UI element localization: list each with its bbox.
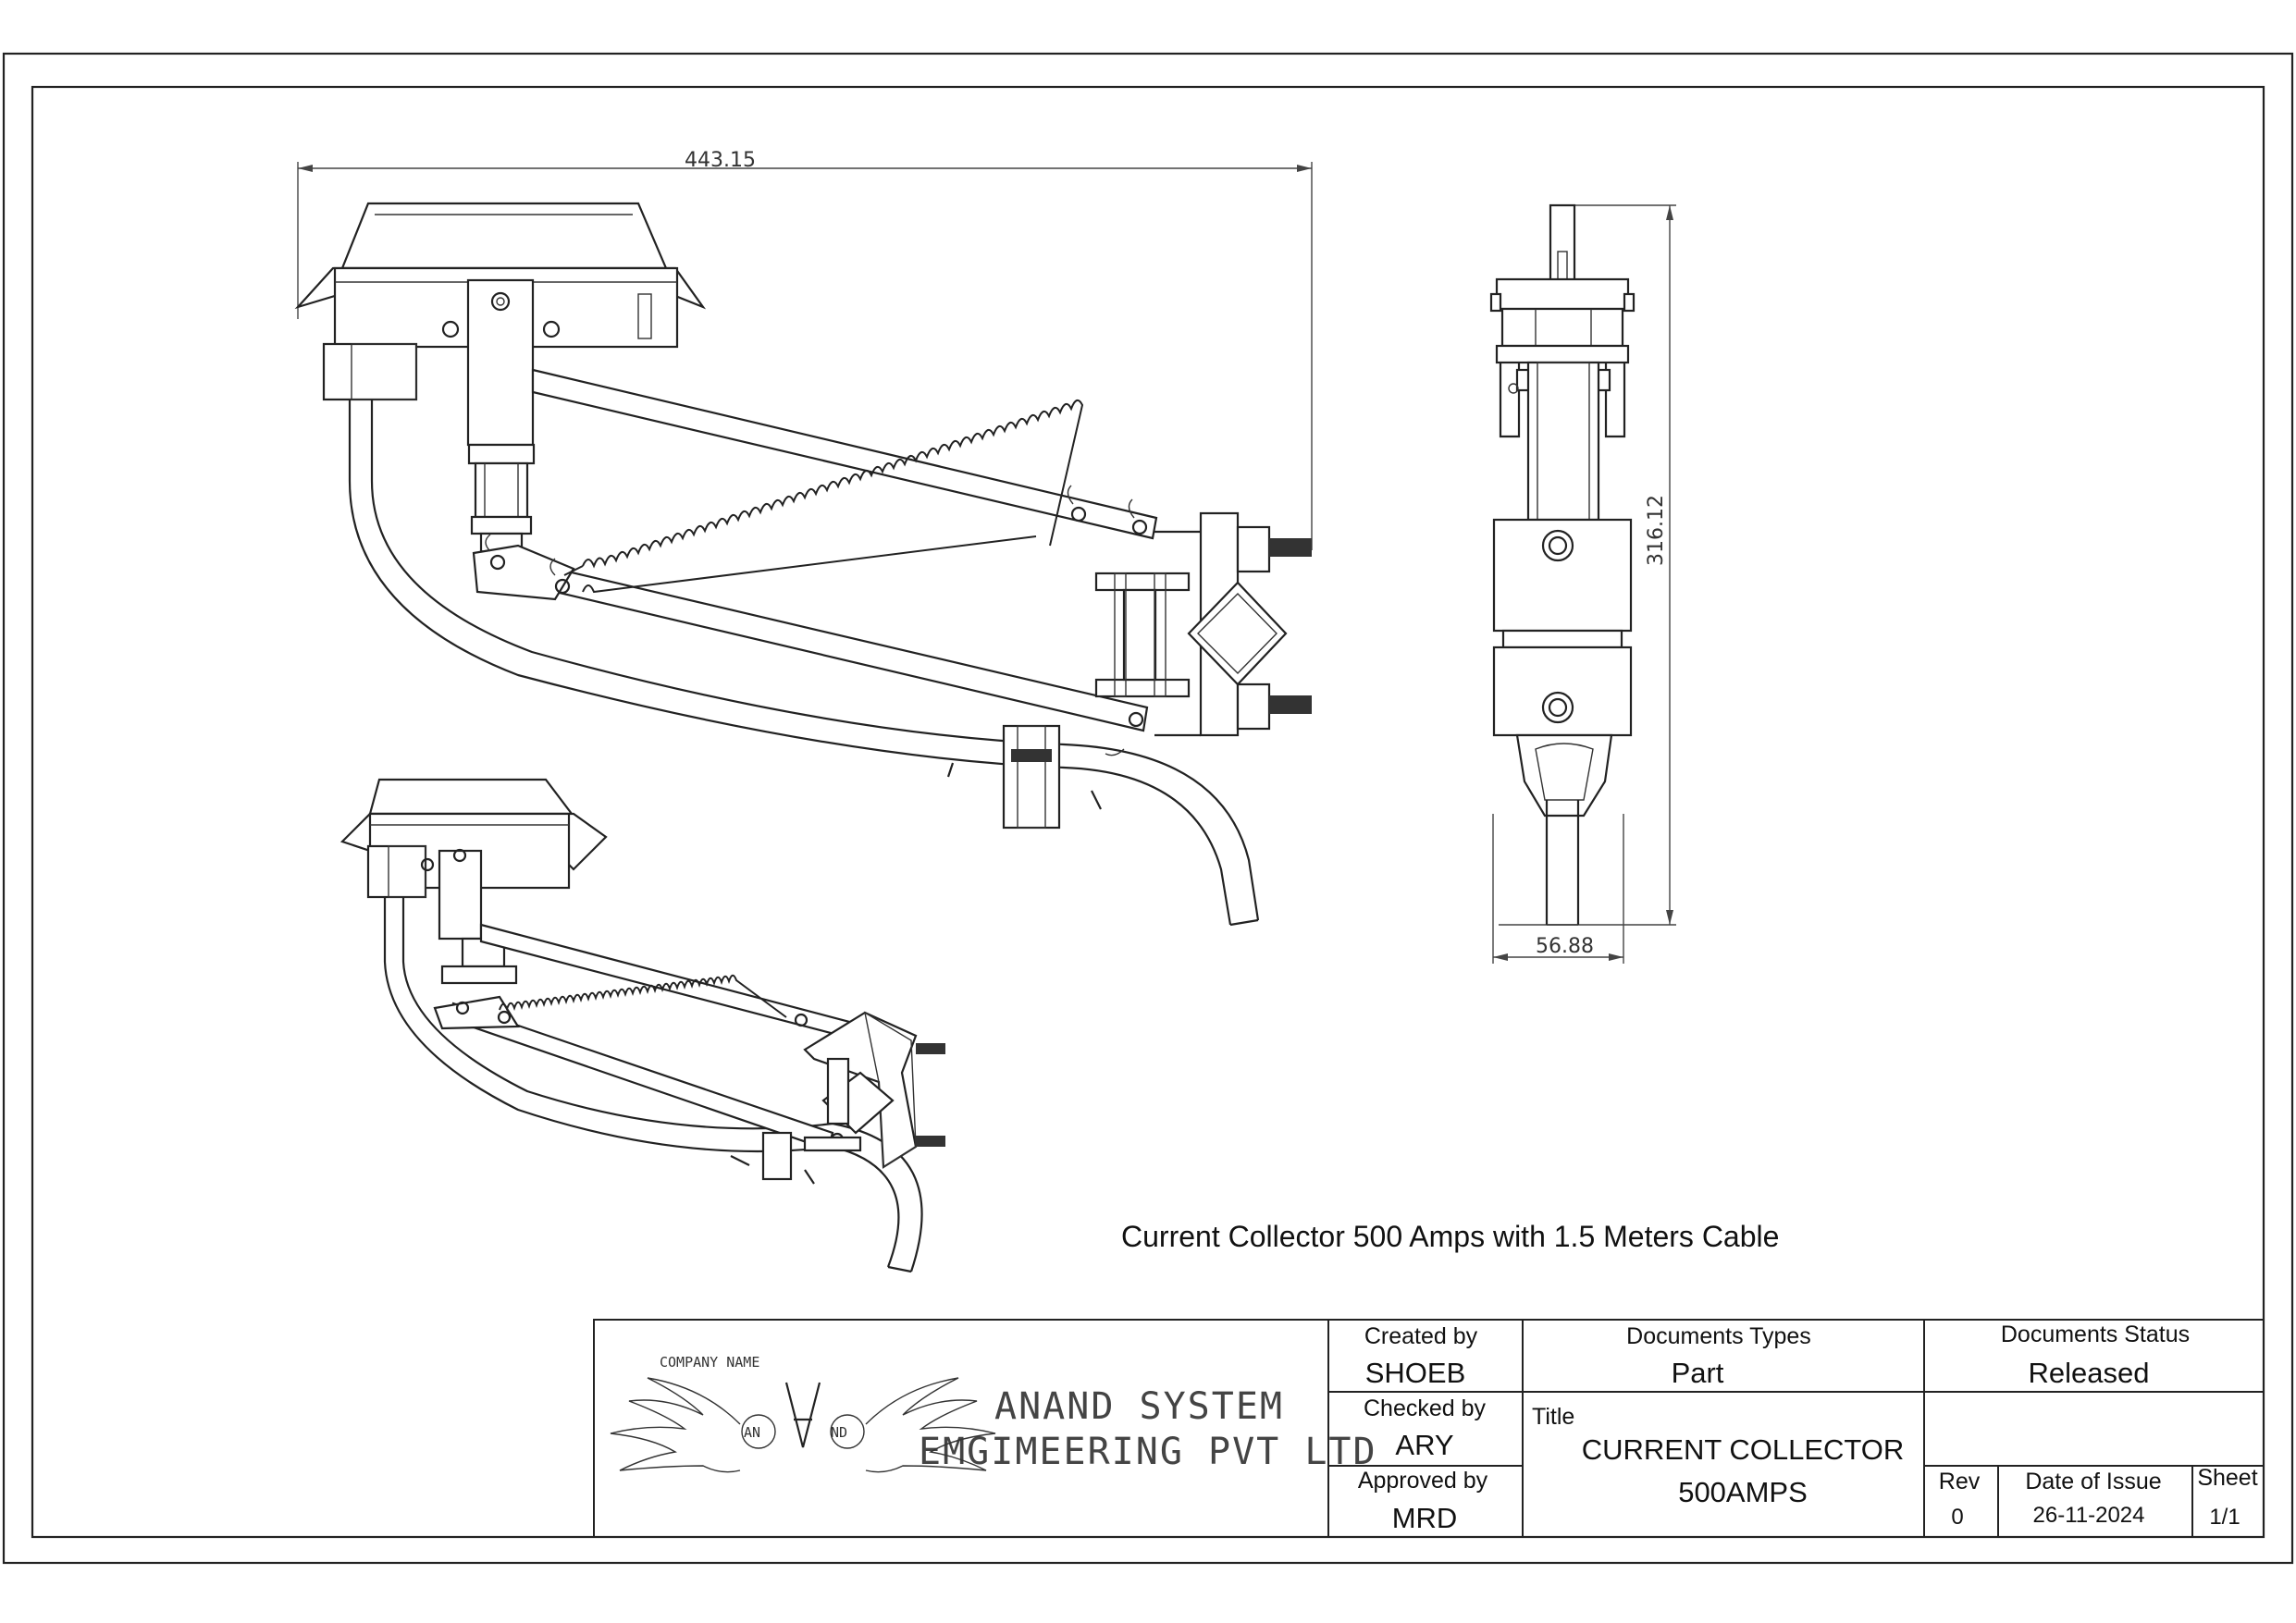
created-by-value: SHOEB xyxy=(1365,1357,1466,1389)
doc-status-value: Released xyxy=(2029,1357,2150,1389)
title-label: Title xyxy=(1532,1404,1574,1430)
checked-by-label: Checked by xyxy=(1364,1396,1487,1421)
iso-spring xyxy=(499,974,787,1018)
doc-type-label: Documents Types xyxy=(1626,1323,1811,1349)
company-logo: AN ND xyxy=(610,1377,996,1473)
dim-width-text: 56.88 xyxy=(1536,935,1594,958)
drawing-caption: Current Collector 500 Amps with 1.5 Mete… xyxy=(1121,1220,1779,1253)
side-spring xyxy=(563,399,1084,576)
sheet-label: Sheet xyxy=(2197,1465,2257,1491)
approved-by-value: MRD xyxy=(1392,1502,1458,1534)
end-view: 316.12 56.88 xyxy=(1489,203,1676,964)
created-by-label: Created by xyxy=(1364,1323,1478,1349)
title-line1: CURRENT COLLECTOR xyxy=(1582,1433,1905,1466)
doc-status-label: Documents Status xyxy=(2001,1322,2190,1347)
company-name-line2: EMGIMEERING PVT LTD xyxy=(919,1431,1377,1473)
title-line2: 500AMPS xyxy=(1678,1476,1808,1508)
iso-view xyxy=(339,778,945,1273)
company-name-line1: ANAND SYSTEM xyxy=(994,1385,1284,1428)
title-block: COMPANY NAME ANAND SYSTEM EMGIMEERING PV… xyxy=(593,1319,2265,1538)
outer-frame xyxy=(2,52,2294,1565)
doc-type-value: Part xyxy=(1672,1357,1724,1389)
logo-letters-left: AN xyxy=(744,1424,760,1441)
company-label: COMPANY NAME xyxy=(660,1354,759,1371)
side-view: 443.15 xyxy=(294,149,1313,927)
rev-label: Rev xyxy=(1939,1469,1981,1494)
approved-by-label: Approved by xyxy=(1358,1468,1488,1494)
date-value: 26-11-2024 xyxy=(2033,1503,2145,1528)
dim-length-text: 443.15 xyxy=(685,149,756,172)
date-label: Date of Issue xyxy=(2025,1469,2161,1494)
rev-value: 0 xyxy=(1951,1505,1963,1530)
logo-letters-right: ND xyxy=(831,1424,847,1441)
checked-by-value: ARY xyxy=(1395,1429,1453,1461)
dim-height-text: 316.12 xyxy=(1645,495,1668,566)
sheet-value: 1/1 xyxy=(2209,1505,2240,1530)
